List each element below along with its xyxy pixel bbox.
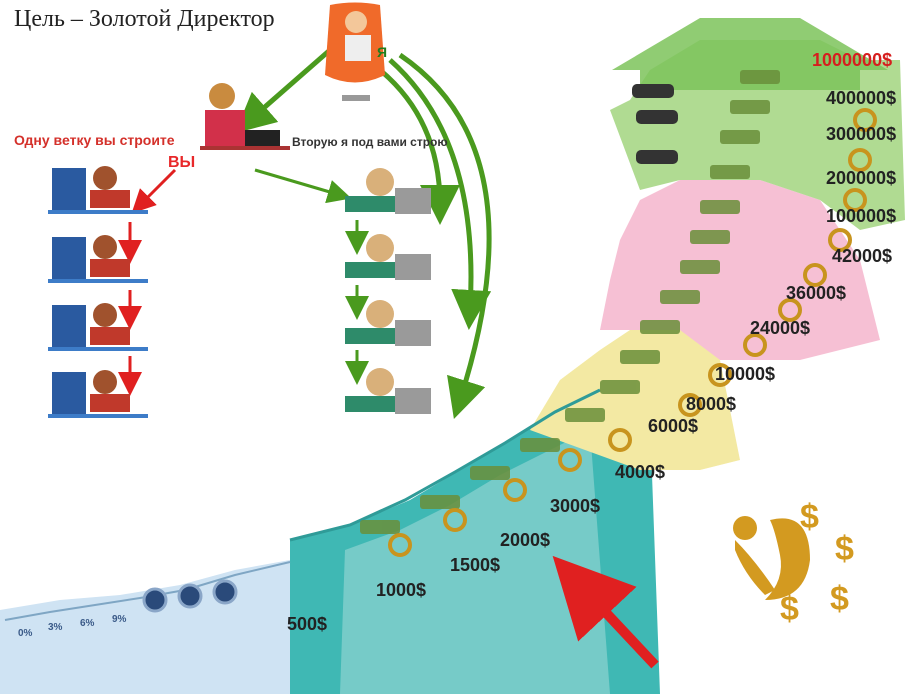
- right-branch-people: [345, 168, 431, 414]
- step-amount-24000: 24000$: [750, 318, 811, 338]
- page-title: Цель – Золотой Директор: [14, 6, 275, 32]
- director-figure-icon: [325, 2, 385, 101]
- me-label: Я: [377, 44, 388, 60]
- top-arrow-shape: [612, 18, 888, 90]
- step-amount-100000: 100000$: [826, 206, 897, 226]
- red-pointer-arrow: [552, 555, 659, 669]
- stair-teal-light: [340, 430, 610, 694]
- stair-yellow-band: [530, 320, 740, 470]
- low-step-0: 0%: [18, 628, 33, 639]
- step-amount-36000: 36000$: [786, 283, 847, 303]
- step-amount-1000000: 1000000$: [812, 50, 893, 70]
- step-amount-42000: 42000$: [832, 246, 893, 266]
- left-branch-label: Одну ветку вы строите: [14, 132, 175, 148]
- step-amount-4000: 4000$: [615, 462, 666, 482]
- svg-text:$: $: [835, 530, 854, 568]
- stair-pink-band: [600, 180, 880, 360]
- step-amount-8000: 8000$: [686, 394, 737, 414]
- stair-base-blue: [0, 545, 360, 694]
- step-amount-10000: 10000$: [715, 364, 776, 384]
- step-amount-300000: 300000$: [826, 124, 897, 144]
- step-amount-6000: 6000$: [648, 416, 699, 436]
- low-step-2: 6%: [80, 618, 95, 629]
- you-figure-icon: [200, 83, 290, 150]
- step-amount-1000: 1000$: [376, 580, 427, 600]
- step-amount-500: 500$: [287, 614, 328, 634]
- you-label: ВЫ: [168, 154, 196, 171]
- step-amount-400000: 400000$: [826, 88, 897, 108]
- step-amount-2000: 2000$: [500, 530, 551, 550]
- low-step-1: 3%: [48, 622, 63, 633]
- step-amount-1500: 1500$: [450, 555, 501, 575]
- right-branch-label: Вторую я под вами строю: [292, 135, 448, 149]
- svg-text:$: $: [830, 580, 849, 618]
- svg-text:$: $: [780, 590, 799, 628]
- low-step-3: 9%: [112, 614, 127, 625]
- step-amount-3000: 3000$: [550, 496, 601, 516]
- step-amount-200000: 200000$: [826, 168, 897, 188]
- gold-figure-icon: [733, 516, 810, 600]
- svg-text:$: $: [800, 498, 819, 536]
- left-branch-people: [48, 166, 148, 418]
